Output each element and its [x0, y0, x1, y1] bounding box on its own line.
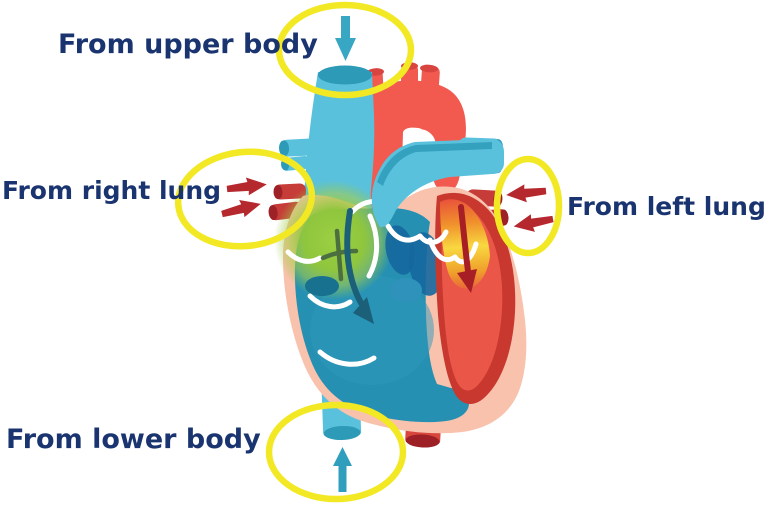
highlight-rings: [174, 1, 563, 503]
conduction-lines: [320, 228, 359, 282]
ring-lower-body: [265, 401, 407, 503]
ring-right-lung: [174, 148, 316, 250]
label-from-upper-body: From upper body: [58, 29, 318, 60]
arrow-up-icon: [333, 447, 352, 492]
left-ventricle-flow-arrow: [457, 204, 477, 293]
ring-left-lung: [493, 155, 563, 257]
right-ventricle-flow-arrow: [344, 208, 374, 324]
arrow-right-icon: [226, 175, 268, 198]
label-from-left-lung: From left lung: [567, 192, 766, 221]
pulmonary-artery-trunk: [371, 138, 504, 228]
ring-upper-body: [275, 1, 415, 99]
arrow-left-icon: [505, 182, 547, 204]
arrow-down-icon: [335, 16, 356, 61]
superior-vena-cava: [296, 65, 376, 216]
flow-arrows: [219, 16, 555, 492]
arrow-right-icon: [219, 195, 263, 223]
label-from-right-lung: From right lung: [2, 176, 222, 205]
right-atrium-highlight: [274, 180, 394, 300]
arrow-left-icon: [512, 210, 555, 236]
heart-body: [274, 180, 527, 434]
label-from-lower-body: From lower body: [6, 424, 261, 455]
